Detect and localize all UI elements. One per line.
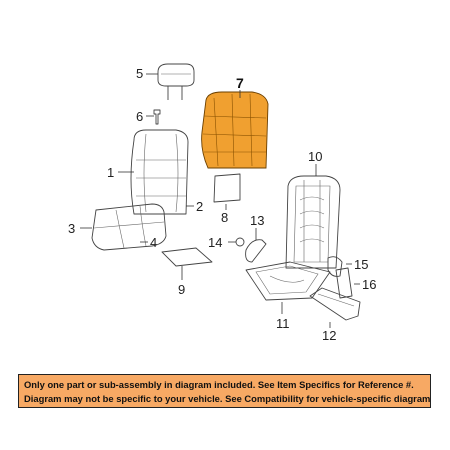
cushion-pad [161, 247, 213, 267]
seat-cushion [91, 203, 167, 251]
callout-14: 14 [208, 235, 222, 250]
recliner-cover [327, 256, 343, 277]
seat-back-pad [213, 173, 241, 203]
callout-11: 11 [276, 316, 290, 331]
leader-lines [80, 73, 360, 328]
callout-2: 2 [196, 199, 203, 214]
callout-9: 9 [178, 282, 185, 297]
seat-back [130, 129, 189, 215]
seat-back-frame [285, 175, 341, 269]
callout-12: 12 [322, 328, 336, 343]
seat-back-cover-highlighted [201, 91, 269, 169]
callout-3: 3 [68, 221, 75, 236]
diagram-notice-box: Only one part or sub-assembly in diagram… [18, 374, 431, 408]
callout-8: 8 [221, 210, 228, 225]
callout-6: 6 [136, 109, 143, 124]
callout-labels: 5 6 7 1 2 3 4 8 9 10 13 14 15 16 11 12 [68, 66, 376, 343]
callout-4: 4 [150, 235, 157, 250]
notice-line-1: Only one part or sub-assembly in diagram… [24, 379, 414, 390]
callout-15: 15 [354, 257, 368, 272]
callout-5: 5 [136, 66, 143, 81]
recliner-handle [245, 239, 267, 263]
adjuster-knob [235, 237, 245, 247]
callout-7: 7 [236, 75, 244, 91]
side-shield [335, 267, 353, 299]
headrest-guide [153, 109, 161, 125]
callout-10: 10 [308, 149, 322, 164]
callout-1: 1 [107, 165, 114, 180]
notice-line-2: Diagram may not be specific to your vehi… [24, 393, 431, 404]
callout-16: 16 [362, 277, 376, 292]
seat-cushion-frame [245, 261, 331, 301]
seat-track [309, 287, 361, 321]
callout-13: 13 [250, 213, 264, 228]
headrest [157, 63, 195, 100]
